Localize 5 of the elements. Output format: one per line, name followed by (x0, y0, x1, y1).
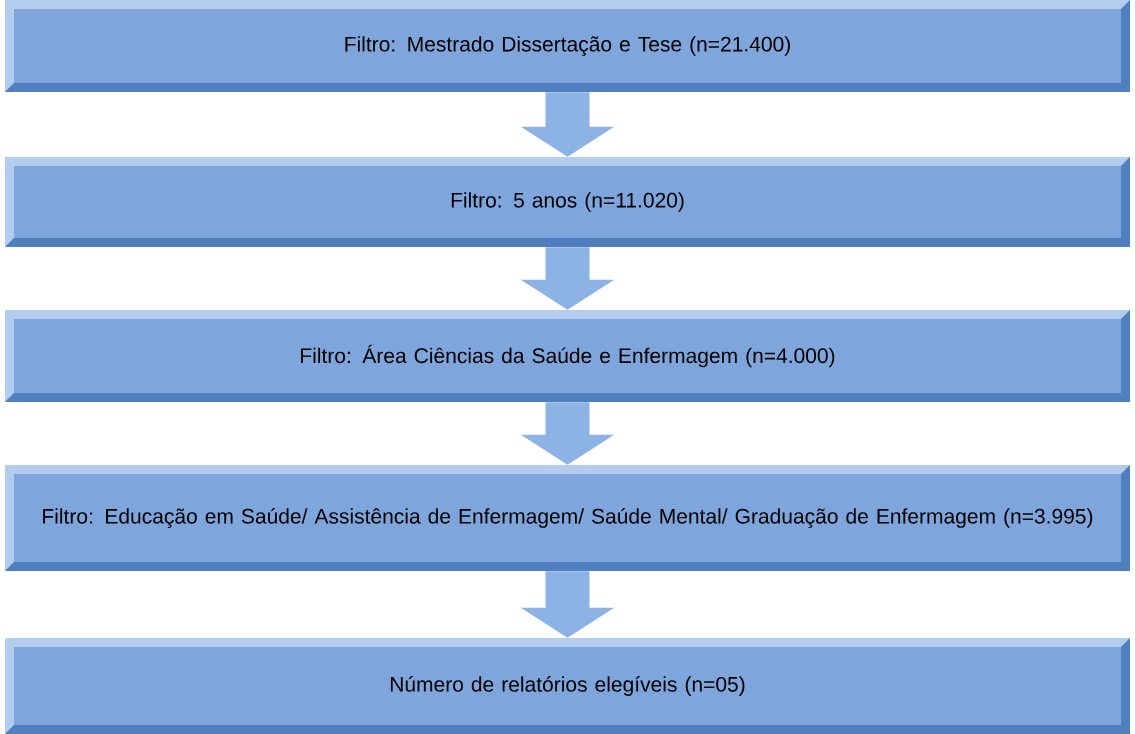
process-box: Número de relatórios elegíveis (n=05) (5, 638, 1130, 734)
process-box: Filtro: Educação em Saúde/ Assistência de Enfermagem/ Saúde Mental/ Graduação de Enfermagem (n=3.995) (5, 465, 1130, 571)
process-box: Filtro: 5 anos (n=11.020) (5, 157, 1130, 247)
process-box: Filtro: Área Ciências da Saúde e Enfermagem (n=4.000) (5, 310, 1130, 402)
process-box: Filtro: Mestrado Dissertação e Tese (n=21.400) (5, 0, 1130, 92)
